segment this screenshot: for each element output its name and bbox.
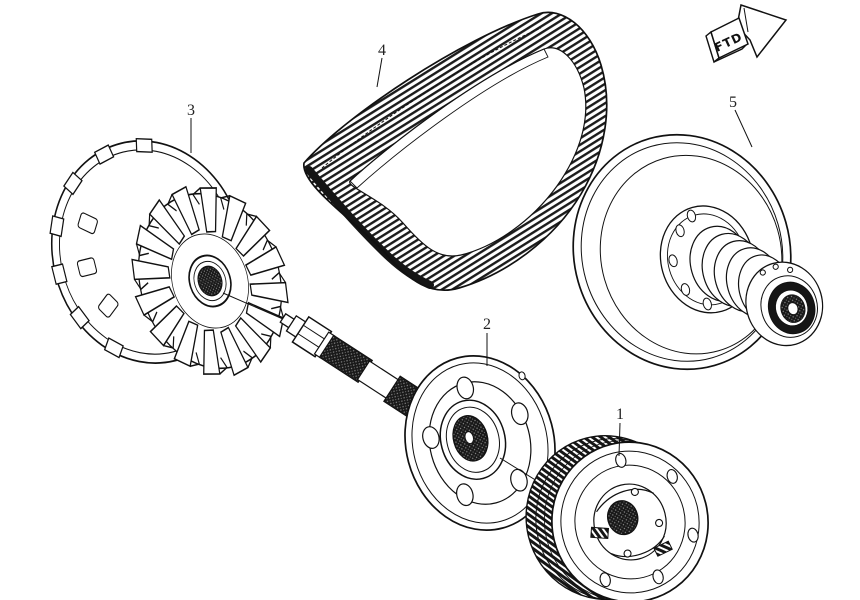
- clutch-carrier-assembly: [525, 435, 709, 600]
- callouts: 1 2 3 4 5: [187, 42, 753, 457]
- movable-drive-face-assembly: [49, 137, 290, 379]
- axis-line-left: [222, 292, 284, 320]
- callout-5: 5: [729, 94, 737, 111]
- fan-face: [130, 183, 290, 379]
- callout-3: 3: [187, 102, 195, 119]
- callout-1: 1: [616, 406, 624, 423]
- direction-arrow: FTD: [705, 4, 788, 64]
- drive-face-shaft-assembly: [279, 312, 556, 531]
- callout-4: 4: [378, 42, 386, 59]
- drive-v-belt: [303, 11, 608, 292]
- callout-2: 2: [483, 316, 491, 333]
- driven-pulley-assembly: [572, 133, 824, 371]
